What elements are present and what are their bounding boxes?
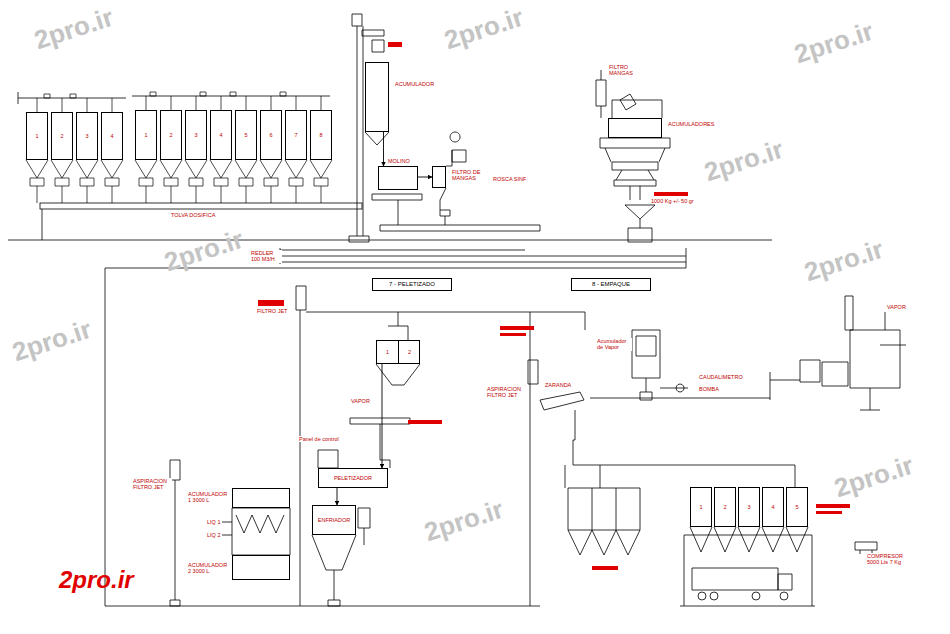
equipment-label: 1 bbox=[144, 132, 147, 138]
flow-connector bbox=[418, 177, 432, 178]
silo-bin: 3 bbox=[76, 112, 98, 160]
silo-bin: 2 bbox=[160, 110, 182, 160]
equipment-box: 12 bbox=[376, 340, 420, 364]
equipment-note: 1000 Kg +/- 50 gr bbox=[650, 198, 695, 204]
silo-bin: 4 bbox=[210, 110, 232, 160]
silo-bin: 2 bbox=[51, 112, 73, 160]
silo-bin: 3 bbox=[185, 110, 207, 160]
equipment-note: TOLVA DOSIFICA bbox=[170, 212, 216, 218]
equipment-box: ACUMULADORES bbox=[608, 118, 662, 138]
equipment-note: VAPOR bbox=[350, 398, 371, 404]
equipment-label: 3 bbox=[85, 133, 88, 139]
equipment-label: 1 bbox=[35, 133, 38, 139]
silo-bin: 3 bbox=[738, 487, 760, 527]
equipment-box: MOLINO bbox=[378, 166, 418, 190]
equipment-note: LIQ 2 bbox=[206, 532, 221, 538]
divider bbox=[398, 341, 399, 363]
equipment-label: 4 bbox=[110, 133, 113, 139]
silo-bin: 6 bbox=[260, 110, 282, 160]
watermark: 2pro.ir bbox=[30, 2, 118, 56]
equipment-label: 4 bbox=[219, 132, 222, 138]
equipment-label: 3 bbox=[747, 504, 750, 510]
logo-text: 2pro.ir bbox=[58, 566, 135, 594]
flow-connector bbox=[337, 488, 338, 505]
watermark: 2pro.ir bbox=[160, 224, 248, 278]
equipment-label: ACUMULADOR bbox=[394, 81, 436, 87]
silo-bin: 5 bbox=[786, 487, 808, 527]
equipment-label: 4 bbox=[771, 504, 774, 510]
equipment-note: ZARANDA bbox=[544, 382, 572, 388]
equipment-note: VAPOR bbox=[886, 304, 907, 310]
equipment-label: 6 bbox=[269, 132, 272, 138]
equipment-label: ENFRIADOR bbox=[318, 517, 350, 523]
equipment-label: 5 bbox=[244, 132, 247, 138]
equipment-note: ROSCA SINF bbox=[492, 176, 527, 182]
section-box: 7 - PELETIZADO bbox=[372, 278, 452, 291]
silo-bin: 4 bbox=[762, 487, 784, 527]
flow-connector bbox=[383, 132, 384, 166]
equipment-box: ACUMULADOR 2 3000 L bbox=[232, 555, 290, 580]
equipment-note: ASPIRACION FILTRO JET bbox=[486, 386, 526, 399]
flow-connector bbox=[382, 364, 383, 468]
silo-bin: 1 bbox=[690, 487, 712, 527]
equipment-label: MOLINO bbox=[387, 158, 419, 164]
equipment-label: 5 bbox=[795, 504, 798, 510]
silo-bin: 2 bbox=[714, 487, 736, 527]
equipment-box: ACUMULADOR bbox=[365, 62, 389, 132]
equipment-box: ACUMULADOR 1 3000 L bbox=[232, 488, 290, 508]
equipment-label: ACUMULADORES bbox=[667, 121, 713, 127]
equipment-label: 3 bbox=[194, 132, 197, 138]
watermark: 2pro.ir bbox=[440, 2, 528, 56]
equipment-label: ACUMULADOR 2 3000 L bbox=[187, 562, 231, 574]
silo-bin: 1 bbox=[26, 112, 48, 160]
equipment-label: 2 bbox=[723, 504, 726, 510]
silo-bin: 1 bbox=[135, 110, 157, 160]
equipment-label: PELETIZADOR bbox=[334, 475, 372, 481]
equipment-note: Panel de control bbox=[298, 436, 340, 442]
watermark: 2pro.ir bbox=[790, 16, 878, 70]
silo-bin: 4 bbox=[101, 112, 123, 160]
watermark: 2pro.ir bbox=[420, 494, 508, 548]
equipment-note: FILTRO JET bbox=[256, 308, 288, 314]
watermark: 2pro.ir bbox=[800, 234, 888, 288]
equipment-note: Acumulador de Vapor bbox=[596, 338, 632, 351]
section-box: 8 - EMPAQUE bbox=[571, 278, 651, 291]
equipment-label: ACUMULADOR 1 3000 L bbox=[187, 491, 231, 503]
silo-bin: 7 bbox=[285, 110, 307, 160]
equipment-note: REDLER 100 M3/H bbox=[250, 250, 282, 263]
equipment-note: CAUDALIMETRO bbox=[698, 374, 744, 380]
equipment-label: 7 bbox=[294, 132, 297, 138]
equipment-note: COMPRESOR 5000 Lts 7 Kg bbox=[866, 553, 904, 566]
equipment-label: 8 bbox=[319, 132, 322, 138]
equipment-note: LIQ 1 bbox=[206, 519, 221, 525]
equipment-box: FILTRO DE MANGAS bbox=[432, 166, 446, 188]
equipment-label: 2 bbox=[60, 133, 63, 139]
equipment-note: BOMBA bbox=[698, 386, 720, 392]
watermark: 2pro.ir bbox=[700, 134, 788, 188]
equipment-label: 2 bbox=[407, 349, 417, 355]
silo-bin: 5 bbox=[235, 110, 257, 160]
equipment-label: 1 bbox=[699, 504, 702, 510]
equipment-note: FILTRO MANGAS bbox=[608, 64, 640, 77]
silo-bin: 8 bbox=[310, 110, 332, 160]
watermark: 2pro.ir bbox=[830, 450, 918, 504]
equipment-label: 8 - EMPAQUE bbox=[592, 281, 630, 288]
equipment-note: ASPIRACION FILTRO JET bbox=[132, 478, 172, 491]
watermark: 2pro.ir bbox=[8, 314, 96, 368]
equipment-box: ENFRIADOR bbox=[312, 505, 356, 535]
equipment-label: FILTRO DE MANGAS bbox=[451, 169, 487, 181]
equipment-label: 2 bbox=[169, 132, 172, 138]
equipment-label: 7 - PELETIZADO bbox=[389, 281, 435, 288]
equipment-label: 1 bbox=[385, 349, 395, 355]
equipment-box: PELETIZADOR bbox=[318, 468, 388, 488]
